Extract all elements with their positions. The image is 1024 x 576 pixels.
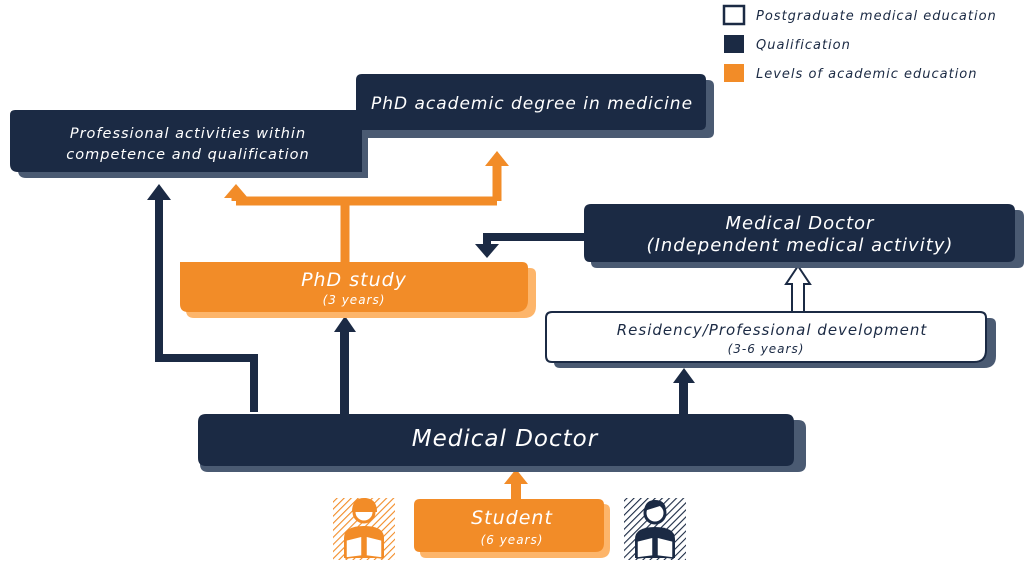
arrowhead-down (475, 244, 499, 258)
legend: Postgraduate medical education Qualifica… (722, 4, 997, 82)
legend-item-postgraduate: Postgraduate medical education (722, 4, 997, 26)
connector-phd-study-outputs (231, 166, 502, 262)
connector-residency-to-md-independent (784, 264, 812, 313)
arrowhead-up (673, 368, 695, 383)
connector-md-to-residency (679, 380, 688, 414)
box-residency: Residency/Professional development (3-6 … (545, 311, 996, 368)
box-body (198, 414, 794, 466)
box-body (180, 262, 528, 312)
box-title: Student (471, 507, 553, 529)
box-body (414, 499, 604, 552)
arrowhead-up (504, 469, 528, 484)
arrowhead-up (334, 316, 356, 332)
box-text-line2: (Independent medical activity) (647, 235, 954, 256)
box-body (356, 74, 706, 130)
connector-md-independent-to-phd-study (483, 233, 586, 246)
connector-md-to-professional (155, 198, 258, 412)
box-text-line1: Professional activities within (70, 126, 306, 142)
box-medical-doctor: Medical Doctor (198, 414, 806, 472)
box-text-line1: Medical Doctor (726, 213, 876, 234)
arrowhead-up (147, 184, 171, 200)
box-title: Residency/Professional development (617, 321, 928, 339)
connector-md-to-phd-study (340, 330, 349, 414)
legend-swatch-navy (724, 35, 744, 53)
legend-label: Levels of academic education (756, 67, 978, 82)
legend-label: Qualification (756, 38, 851, 53)
legend-swatch-orange (724, 64, 744, 82)
arrowhead-up (485, 151, 509, 166)
box-text-line2: competence and qualification (66, 147, 309, 163)
legend-item-academic: Levels of academic education (724, 64, 978, 82)
box-label: Medical Doctor (412, 426, 599, 452)
box-duration: (3-6 years) (728, 342, 805, 356)
legend-swatch-white (722, 4, 746, 26)
box-duration: (6 years) (481, 533, 544, 547)
box-body (10, 110, 362, 172)
connectors (147, 151, 812, 504)
box-professional-activities: Professional activities within competenc… (10, 110, 368, 178)
female-student-reading-icon (333, 498, 395, 560)
legend-item-qualification: Qualification (724, 35, 851, 53)
box-md-independent: Medical Doctor (Independent medical acti… (584, 204, 1024, 268)
box-label: PhD academic degree in medicine (371, 94, 693, 114)
box-title: PhD study (301, 269, 407, 291)
legend-label: Postgraduate medical education (756, 9, 997, 24)
arrowhead-up (224, 184, 248, 198)
male-student-reading-icon (624, 498, 686, 560)
box-phd-degree: PhD academic degree in medicine (356, 74, 714, 138)
box-student: Student (6 years) (414, 499, 610, 558)
box-phd-study: PhD study (3 years) (180, 262, 536, 318)
box-duration: (3 years) (323, 293, 386, 307)
box-body (545, 311, 987, 363)
connector-student-to-md (511, 482, 521, 504)
box-body (584, 204, 1015, 262)
